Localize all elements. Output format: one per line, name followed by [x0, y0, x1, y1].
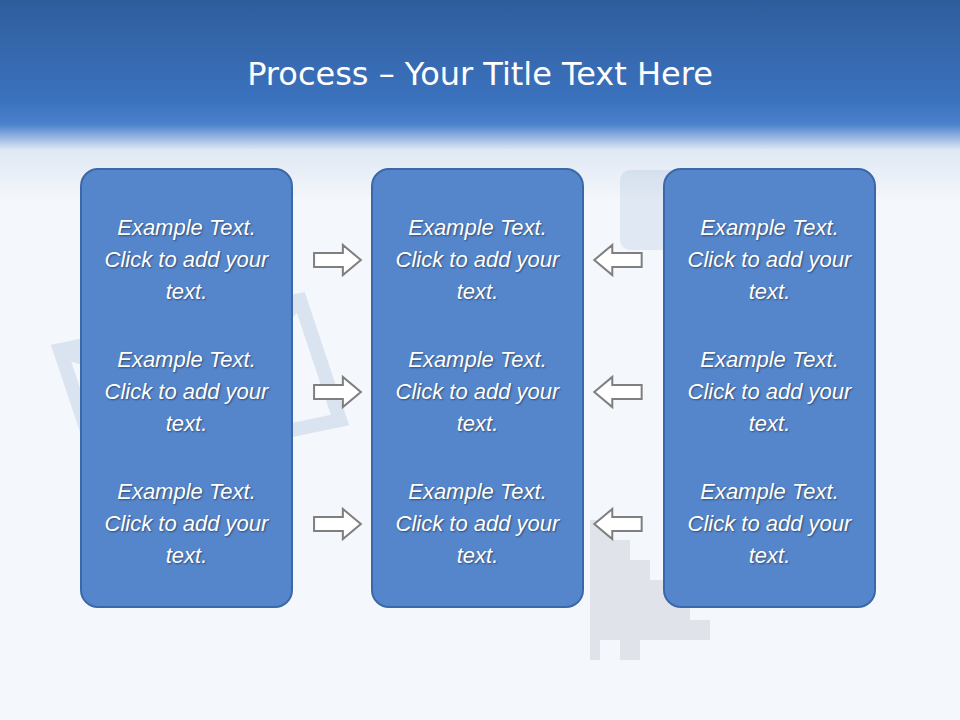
step-text: Example Text. Click to add your text. [102, 476, 272, 572]
block-arrow [314, 509, 361, 539]
block-arrow [314, 377, 361, 407]
step-text: Example Text. Click to add your text. [393, 212, 563, 308]
step-text: Example Text. Click to add your text. [685, 212, 855, 308]
step-text: Example Text. Click to add your text. [685, 476, 855, 572]
process-column: Example Text. Click to add your text. Exa… [663, 168, 876, 608]
block-arrow [594, 245, 641, 275]
process-column: Example Text. Click to add your text. Exa… [80, 168, 293, 608]
step-text: Example Text. Click to add your text. [102, 344, 272, 440]
step-text: Example Text. Click to add your text. [102, 212, 272, 308]
process-column: Example Text. Click to add your text. Exa… [371, 168, 584, 608]
block-arrow [594, 377, 641, 407]
slide-title: Process – Your Title Text Here [0, 52, 960, 96]
step-text: Example Text. Click to add your text. [685, 344, 855, 440]
step-text: Example Text. Click to add your text. [393, 344, 563, 440]
block-arrow [594, 509, 641, 539]
block-arrow [314, 245, 361, 275]
step-text: Example Text. Click to add your text. [393, 476, 563, 572]
